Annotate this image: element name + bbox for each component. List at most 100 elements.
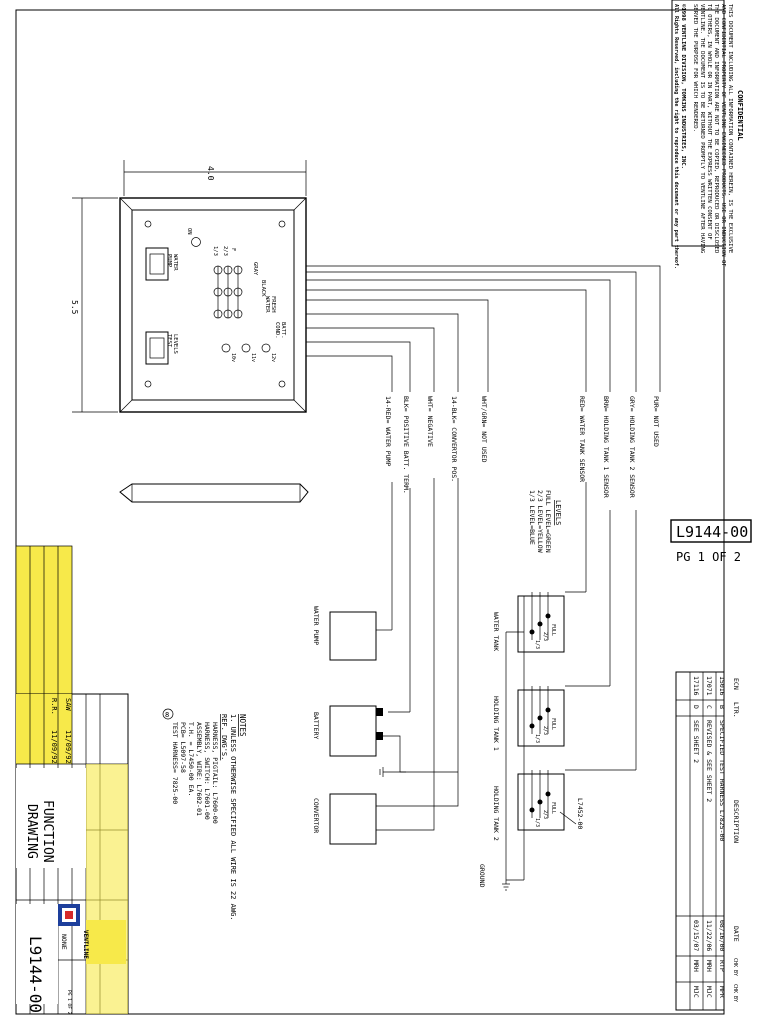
ref-line: HARNESS, SWITCH: L7601-00 [203, 722, 211, 820]
on-indicator-led [191, 237, 201, 247]
confidential-line: THE DOCUMENT AND INFORMATION ARE NOT TO … [713, 4, 719, 254]
wire-label: BLK= POSITIVE BATT. TERM. [402, 396, 410, 494]
confidential-line: TO OTHERS, IN WHOLE OR IN PART, WITHOUT … [706, 4, 712, 240]
confidential-notice: CONFIDENTIAL THIS DOCUMENT INCLUDING ALL… [671, 0, 744, 269]
wire-label: WHT= NEGATIVE [426, 396, 434, 447]
holding-tank-1-label: HOLDING TANK 1 [492, 696, 500, 751]
scale-value: NONE [60, 934, 68, 950]
column-label-fresh-water: FRESHWATER [264, 296, 276, 313]
wire-gry [306, 271, 637, 392]
probe-contact [529, 629, 535, 635]
dimension-width: 4.0 [206, 166, 215, 181]
checked-by: R.R. [50, 698, 58, 715]
levels-legend: LEVELS FULL LEVEL=GREEN 2/3 LEVEL=YELLOW… [528, 490, 562, 553]
water-pump-switch [145, 247, 169, 281]
drawing-number-box: L9144-00 PG 1 OF 2 [670, 519, 752, 564]
revision-cell: 03/15/07 [692, 920, 700, 951]
drawing-title-line2: DRAWING [24, 804, 39, 859]
dimension-height: 5.5 [70, 300, 79, 315]
copyright-line: All Rights Reserved, including the right… [673, 4, 679, 269]
sheet-value: PG 1 OF 2 [66, 990, 72, 1015]
wire-harness: PUR= NOT USED GRY= HOLDING TANK 2 SENSOR… [306, 265, 661, 771]
led-indicator [213, 287, 223, 297]
led-indicator [241, 343, 251, 353]
probe-label-full: FULL [550, 718, 556, 730]
convertor-label: CONVERTOR [312, 798, 320, 833]
probe-label-one-third: 1/3 [534, 734, 540, 743]
probe-label-two-thirds: 2/3 [542, 810, 548, 819]
revision-cell: C [705, 705, 713, 709]
battery-label: BATTERY [312, 712, 320, 739]
drawing-frame [15, 9, 725, 1015]
levels-test-switch-label: LEVELSTEST [166, 334, 178, 354]
revision-cell: MJC [692, 986, 700, 998]
probe-label-one-third: 1/3 [534, 640, 540, 649]
battery: BATTERY [312, 705, 458, 777]
note-line: 1. UNLESS OTHERWISE SPECIFIED ALL WIRE I… [229, 714, 237, 921]
probe-contact [545, 791, 551, 797]
confidential-line: VENTLINE. THE DOCUMENT IS TO BE RETURNED… [699, 4, 705, 254]
revision-cell: 17071 [705, 676, 713, 696]
title-block: SAW 11/09/92 R.R. 11/09/92 FUNCTION DRAW… [15, 545, 129, 1015]
page-label: PG 1 OF 2 [676, 550, 741, 564]
levels-legend-line: FULL LEVEL=GREEN [544, 490, 552, 553]
water-tank-label: WATER TANK [492, 612, 500, 651]
batt-12v-label: 12v [270, 353, 276, 362]
revision-cell: SEE SHEET 2 [692, 720, 700, 763]
confidential-line: THIS DOCUMENT INCLUDING ALL INFORMATION … [727, 4, 733, 254]
revision-cell: 17116 [692, 676, 700, 696]
ref-line: PCB= L5097-58 [179, 722, 187, 773]
title-block-number: L9144-00 [26, 936, 45, 1013]
probe-label-full: FULL [550, 624, 556, 636]
wire-label: 14-BLK= CONVERTOR POS. [450, 396, 458, 482]
column-label-batt-cond: BATT.COND. [274, 322, 286, 339]
holding-tank-1-probe: FULL 2/3 1/3 HOLDING TANK 1 [492, 686, 565, 751]
wire-wht-negative [306, 327, 435, 392]
ref-dwgs-title: REF. DWG'S. [220, 714, 228, 760]
panel-bezel [119, 197, 307, 413]
levels-legend-title: LEVELS [554, 500, 562, 525]
screw-hole [144, 380, 152, 388]
led-indicator [213, 265, 223, 275]
batt-11v-label: 11v [250, 353, 256, 362]
revision-cell: MRH [705, 960, 713, 972]
revision-cell: MPR [718, 986, 726, 998]
convertor: CONVERTOR [312, 478, 459, 845]
revision-cell: MJC [705, 986, 713, 998]
probe-label-full: FULL [550, 802, 556, 814]
drawing-title-line1: FUNCTION [40, 800, 55, 863]
wire-label: PUR= NOT USED [652, 396, 660, 447]
confidential-line: SERVED THE PURPOSE FOR WHICH RENDERED. [692, 4, 698, 132]
battery-terminal [376, 732, 383, 740]
ref-line: TEST HARNESS= 7825-00 [171, 722, 179, 804]
row-label-full: F [230, 248, 236, 251]
revision-cell: MRH [692, 960, 700, 972]
control-panel: 4.0 5.5 WATERPUMP ON LEVELSTEST GRAY BLA… [70, 160, 309, 503]
revision-cell: SPECIFIED TEST HARNESS L7825-00 [718, 720, 726, 841]
revision-header: DESCRIPTION [732, 800, 740, 843]
battery-terminal [376, 708, 383, 716]
column-label-black: BLACK [260, 280, 266, 297]
ref-line: HARNESS, PIGTAIL: L7600-00 [211, 722, 219, 824]
company-name: VENTLINE [82, 930, 89, 959]
probe-contact [545, 707, 551, 713]
revision-cell: RTP [718, 960, 726, 972]
water-pump-label: WATER PUMP [312, 606, 320, 645]
ref-number: 8 [165, 711, 169, 719]
confidential-title: CONFIDENTIAL [736, 90, 744, 141]
water-pump-switch-label: WATERPUMP [166, 254, 178, 271]
ground-label: GROUND [478, 864, 486, 888]
ground-bus: GROUND [478, 631, 525, 891]
probe-label-one-third: 1/3 [534, 818, 540, 827]
copyright-line: ©1998 VENTLINE DIVISION, TOMKINS INDUSTR… [680, 4, 686, 169]
notes-block: NOTES 1. UNLESS OTHERWISE SPECIFIED ALL … [162, 708, 247, 921]
ref-line: ASSEMBLY, WIRE: L7602-01 [195, 722, 203, 816]
battery-condition-leds: 12v 11v 10v [221, 343, 276, 362]
wire-label: BRN= HOLDING TANK 1 SENSOR [602, 396, 610, 498]
probe-contact [529, 807, 535, 813]
holding-tank-2-label: HOLDING TANK 2 [492, 786, 500, 841]
wire-label: WHT/GRN= NOT USED [480, 396, 488, 463]
ref-line: T.H. = L7450-00 EA. [187, 722, 195, 796]
revision-cell: B [718, 705, 726, 709]
